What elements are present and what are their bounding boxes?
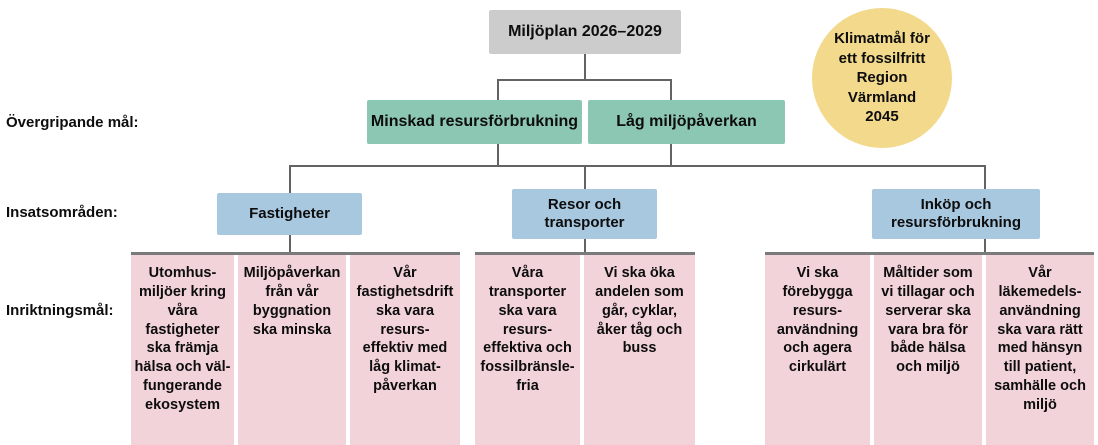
row-label-objectives: Inriktningsmål: [6, 302, 114, 319]
connector-to-area-3 [984, 165, 986, 193]
connector-area-3-down [984, 239, 986, 253]
connector-to-area-1 [289, 165, 291, 193]
connector-goal-2-down [670, 144, 672, 166]
connector-to-goal-2 [670, 79, 672, 100]
connector-goal-1-down [497, 144, 499, 166]
objective-group-bar-inkop [765, 252, 1094, 255]
connector-focus-areas-bar [289, 165, 986, 167]
overall-goal-box-1: Minskad resursförbrukning [367, 100, 582, 144]
focus-area-box-fastigheter: Fastigheter [217, 193, 362, 235]
objective-box-1: Utomhus- miljöer kring våra fastigheter … [131, 255, 234, 445]
row-label-focus-areas: Insatsområden: [6, 204, 118, 221]
objective-box-8: Vår läkemedels- användning ska vara rätt… [986, 255, 1094, 445]
connector-area-1-down [289, 235, 291, 253]
objective-group-bar-fastigheter [131, 252, 460, 255]
focus-area-box-inkop-resursforbrukning: Inköp och resursförbrukning [872, 189, 1040, 239]
overall-goal-box-2: Låg miljöpåverkan [588, 100, 785, 144]
objective-box-2: Miljöpåverkan från vår byggnation ska mi… [238, 255, 346, 445]
objective-box-6: Vi ska förebygga resurs- användning och … [765, 255, 870, 445]
connector-to-goal-1 [497, 79, 499, 100]
connector-overall-goals-bar [497, 79, 672, 81]
row-label-overall-goals: Övergripande mål: [6, 114, 139, 131]
connector-root-down [584, 54, 586, 80]
title-box-miljoplan: Miljöplan 2026–2029 [489, 10, 681, 54]
objective-box-3: Vår fastighetsdrift ska vara resurs- eff… [350, 255, 460, 445]
climate-goal-circle: Klimatmål för ett fossilfritt Region Vär… [812, 8, 952, 148]
connector-to-area-2 [584, 165, 586, 193]
connector-area-2-down [584, 239, 586, 253]
objective-box-7: Måltider som vi tillagar och serverar sk… [874, 255, 982, 445]
objective-box-4: Våra transporter ska vara resurs- effekt… [475, 255, 580, 445]
focus-area-box-resor-transporter: Resor och transporter [512, 189, 657, 239]
objective-box-5: Vi ska öka andelen som går, cyklar, åker… [584, 255, 695, 445]
objective-group-bar-resor [475, 252, 695, 255]
